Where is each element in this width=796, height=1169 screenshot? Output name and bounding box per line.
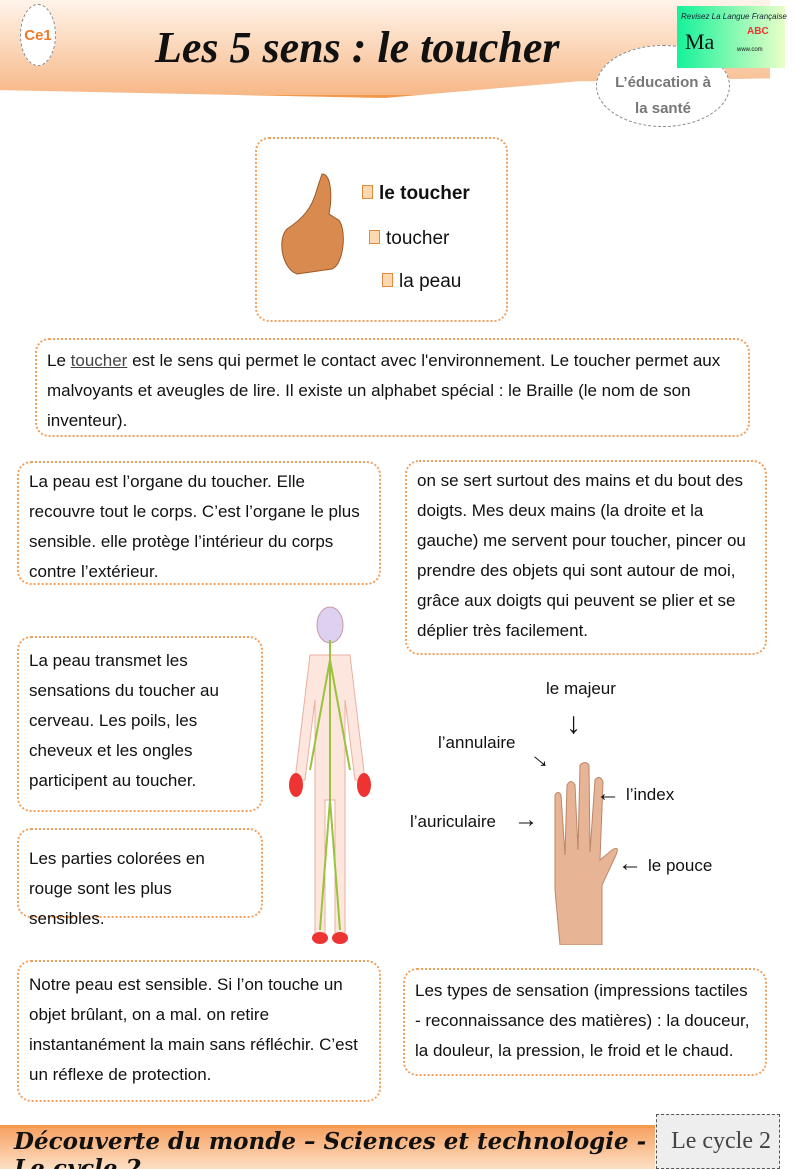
label-index: l’index bbox=[626, 785, 675, 804]
types-box: Les types de sensation (impressions tact… bbox=[403, 968, 767, 1076]
site-logo: Revisez La Langue Française Ma ABC www.c… bbox=[677, 6, 787, 68]
vocabulary-box: le toucher toucher la peau bbox=[255, 137, 508, 322]
skin-box: La peau est l’organe du toucher. Elle re… bbox=[17, 461, 381, 585]
logo-ma: Ma bbox=[685, 29, 715, 54]
thumbs-up-hand-icon bbox=[281, 173, 344, 275]
logo-text: Revisez La Langue Française bbox=[681, 12, 787, 21]
cycle-badge: Le cycle 2 bbox=[656, 1114, 780, 1169]
arrow-down-icon: ↓ bbox=[566, 707, 581, 740]
arrow-right-icon: → bbox=[514, 806, 538, 833]
vocab-item: toucher bbox=[369, 224, 449, 254]
red-parts-box: Les parties colorées en rouge sont les p… bbox=[17, 828, 263, 928]
logo-abc: ABC bbox=[747, 26, 769, 37]
label-majeur: le majeur bbox=[546, 679, 616, 698]
intro-box: Le toucher est le sens qui permet le con… bbox=[35, 338, 750, 437]
label-annulaire: l’annulaire bbox=[438, 733, 516, 752]
footer-banner: Découverte du monde – Sciences et techno… bbox=[0, 1125, 655, 1169]
label-auriculaire: l’auriculaire bbox=[410, 812, 496, 831]
logo-url: www.com bbox=[737, 47, 763, 53]
footer-text: Découverte du monde – Sciences et techno… bbox=[14, 1128, 647, 1169]
reflex-box: Notre peau est sensible. Si l’on touche … bbox=[17, 960, 381, 1102]
vocab-item: la peau bbox=[382, 267, 461, 297]
body-nervous-system-figure bbox=[289, 606, 371, 944]
label-pouce: le pouce bbox=[648, 856, 713, 875]
keyword-toucher: toucher bbox=[70, 351, 128, 370]
theme-line-2: la santé bbox=[635, 100, 691, 117]
hands-box: on se sert surtout des mains et du bout … bbox=[405, 460, 767, 655]
arrow-left-icon: ← bbox=[618, 850, 642, 877]
transmit-box: La peau transmet les sensations du touch… bbox=[17, 636, 263, 812]
vocab-item: le toucher bbox=[362, 179, 470, 209]
arrow-left-icon: ← bbox=[596, 780, 620, 807]
page-title: Les 5 sens : le toucher bbox=[155, 23, 560, 72]
hand-figure bbox=[554, 762, 618, 945]
level-badge: Ce1 bbox=[20, 4, 56, 66]
theme-line-1: L’éducation à bbox=[615, 74, 711, 91]
